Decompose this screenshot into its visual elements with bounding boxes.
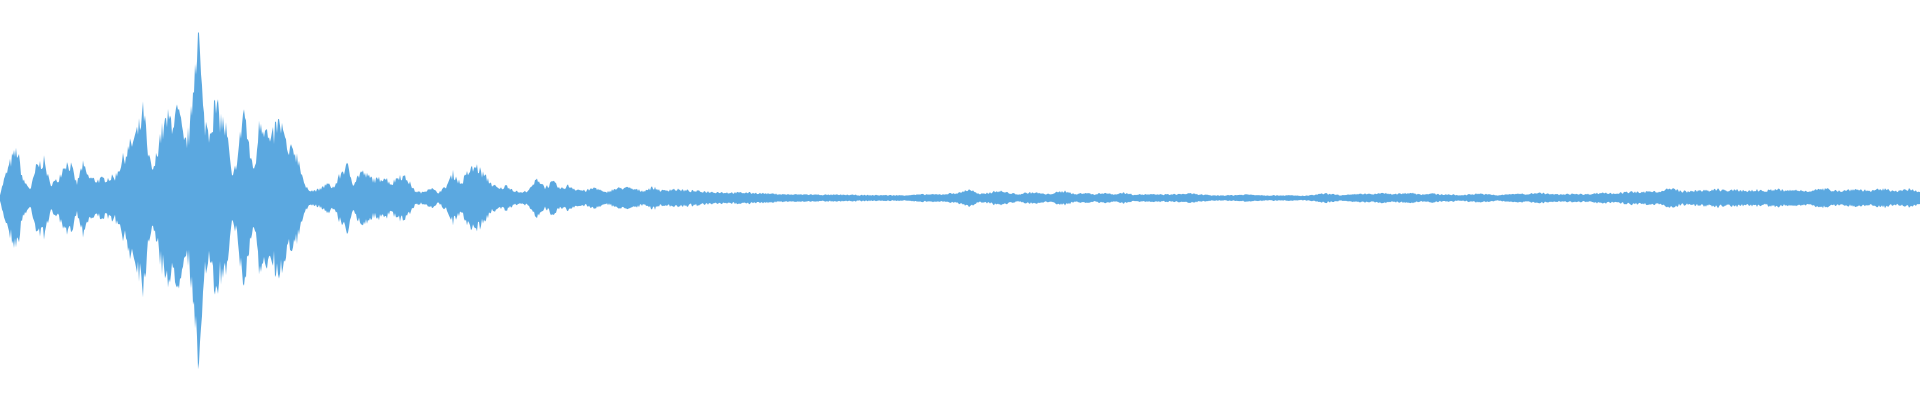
waveform-shape	[0, 31, 1920, 370]
